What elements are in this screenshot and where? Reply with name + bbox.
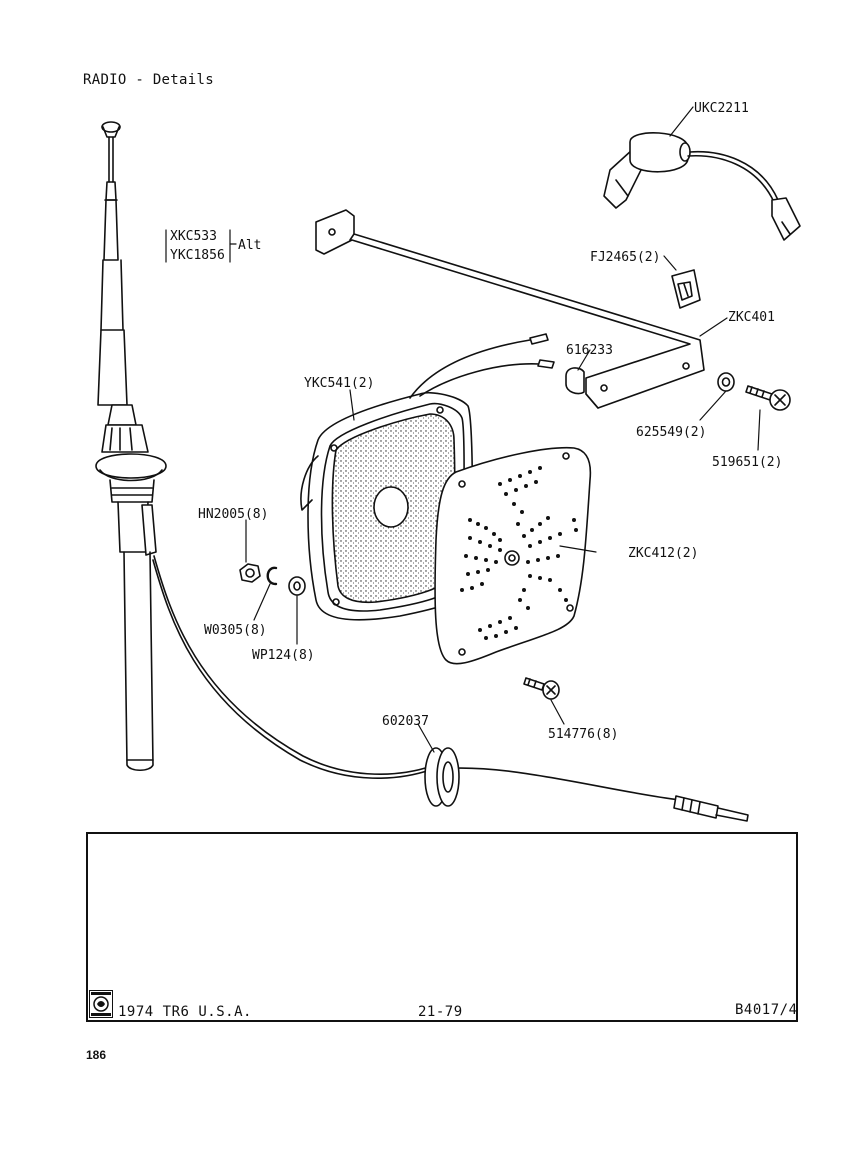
- label-616233: 616233: [566, 343, 613, 358]
- bracket-zkc401: [315, 209, 705, 409]
- aerial-cable: [152, 559, 681, 801]
- label-602037: 602037: [382, 714, 429, 729]
- nut-hn2005: [239, 563, 261, 583]
- speaker-ykc541: [300, 333, 555, 621]
- page-number: 186: [86, 1048, 107, 1062]
- label-zkc401: ZKC401: [728, 310, 775, 325]
- washer-625549: [717, 372, 735, 392]
- grommet-602037: [424, 747, 460, 807]
- label-xkc533: XKC533: [170, 229, 217, 244]
- screw-519651: [745, 385, 791, 411]
- label-519651: 519651(2): [712, 455, 782, 470]
- clip-fj2465: [671, 269, 701, 309]
- label-ykc1856: YKC1856: [170, 248, 225, 263]
- aerial-assembly: [95, 121, 167, 772]
- label-wp124: WP124(8): [252, 648, 315, 663]
- footer-model: 1974 TR6 U.S.A.: [118, 1004, 252, 1020]
- grille-holes: [460, 466, 578, 640]
- label-w0305: W0305(8): [204, 623, 267, 638]
- footer-ref: 21-79: [418, 1004, 463, 1020]
- label-ukc2211: UKC2211: [694, 101, 749, 116]
- page-title: RADIO - Details: [83, 72, 214, 88]
- nut-616233: [565, 367, 585, 395]
- label-ykc541: YKC541(2): [304, 376, 374, 391]
- label-zkc412: ZKC412(2): [628, 546, 698, 561]
- washer-w0305: [266, 566, 278, 586]
- label-hn2005: HN2005(8): [198, 507, 268, 522]
- manufacturer-logo: [89, 990, 113, 1018]
- label-514776: 514776(8): [548, 727, 618, 742]
- aerial-plug: [673, 795, 749, 822]
- leader-lines: [165, 106, 761, 753]
- speaker-grille-zkc412: [434, 446, 592, 665]
- washer-wp124: [288, 576, 306, 596]
- label-625549: 625549(2): [636, 425, 706, 440]
- footer-code: B4017/4: [735, 1002, 798, 1018]
- label-fj2465: FJ2465(2): [590, 250, 660, 265]
- suppressor-ukc2211: [603, 132, 801, 241]
- title-block: [86, 832, 798, 1022]
- label-alt: Alt: [238, 238, 261, 253]
- screw-514776: [523, 677, 560, 700]
